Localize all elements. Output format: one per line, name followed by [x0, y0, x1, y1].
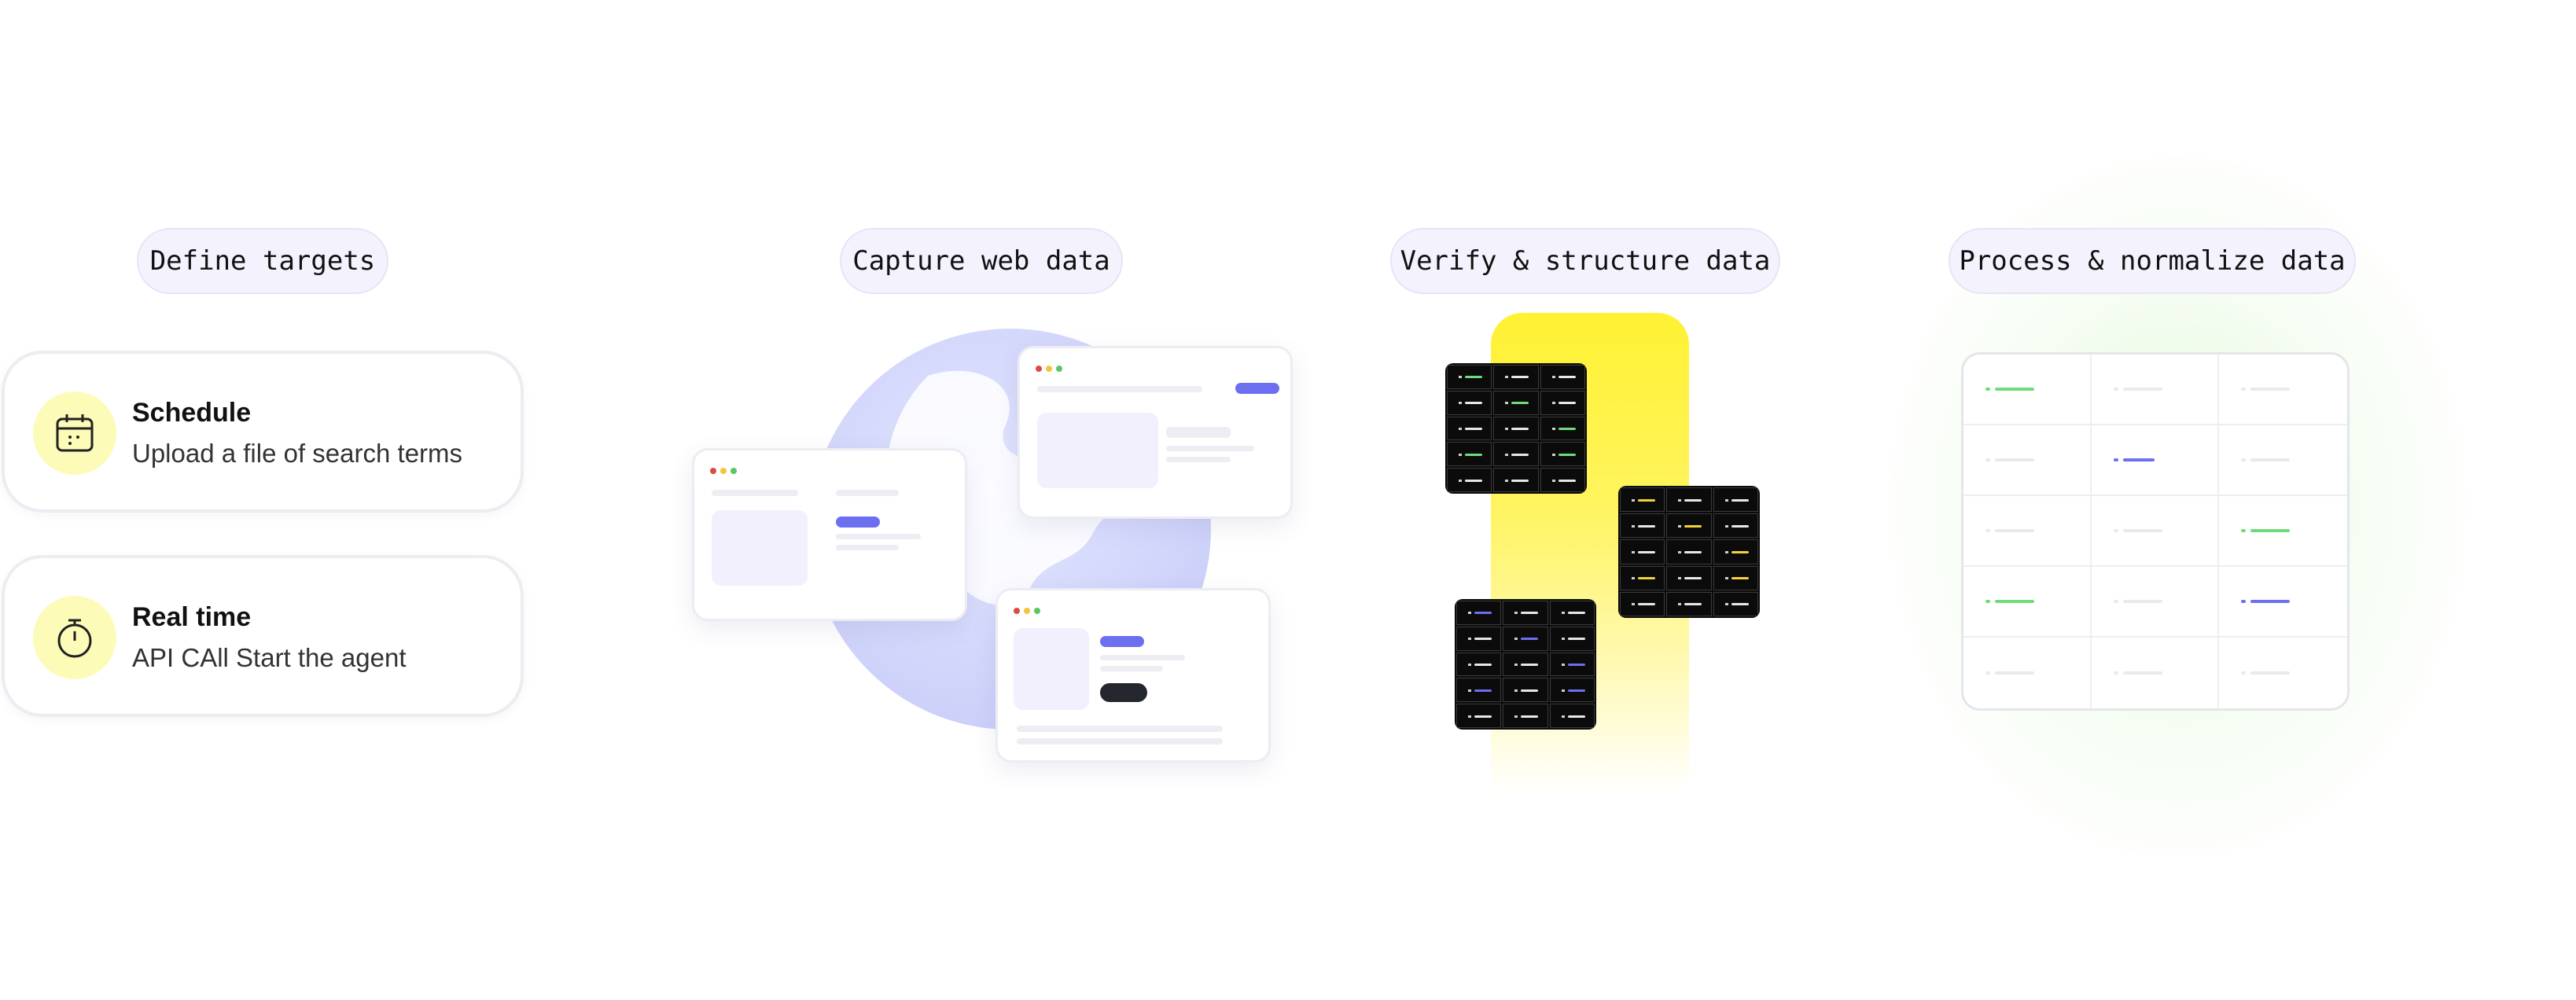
- table-cell: [2219, 355, 2347, 425]
- browser-window-bottom: [995, 588, 1271, 763]
- browser-window-top: [1018, 346, 1293, 519]
- table-cell: [2219, 567, 2347, 638]
- table-cell: [1963, 638, 2092, 708]
- table-cell: [1963, 425, 2092, 496]
- target-subtitle-real-time: API CAll Start the agent: [132, 643, 407, 672]
- target-title-real-time: Real time: [132, 602, 252, 632]
- stopwatch-icon: [33, 596, 116, 679]
- table-cell: [2219, 496, 2347, 567]
- table-cell: [2092, 638, 2220, 708]
- stage-pill-process-normalize-data: Process & normalize data: [1949, 228, 2356, 294]
- stage-pill-verify-structure-data: Verify & structure data: [1390, 228, 1780, 294]
- target-card-schedule[interactable]: Schedule Upload a file of search terms: [2, 351, 524, 513]
- browser-window-left: [692, 448, 967, 621]
- target-subtitle-schedule: Upload a file of search terms: [132, 439, 463, 468]
- table-cell: [2091, 567, 2220, 638]
- table-cell: [2219, 638, 2347, 708]
- table-cell: [2091, 355, 2220, 425]
- normalized-table: [1961, 352, 2350, 711]
- table-cell: [1963, 496, 2092, 567]
- table-cell: [2091, 425, 2220, 496]
- stage-pill-capture-web-data: Capture web data: [840, 228, 1123, 294]
- dark-table-yellow: [1618, 486, 1760, 618]
- dark-table-green: [1445, 363, 1587, 494]
- target-title-schedule: Schedule: [132, 398, 252, 428]
- target-card-real-time[interactable]: Real time API CAll Start the agent: [2, 555, 524, 717]
- table-cell: [1963, 567, 2092, 638]
- table-cell: [1963, 355, 2092, 425]
- dark-table-purple: [1455, 599, 1596, 730]
- calendar-icon: [33, 392, 116, 475]
- table-cell: [2091, 496, 2220, 567]
- table-cell: [2219, 425, 2347, 496]
- stage-pill-define-targets: Define targets: [137, 228, 388, 294]
